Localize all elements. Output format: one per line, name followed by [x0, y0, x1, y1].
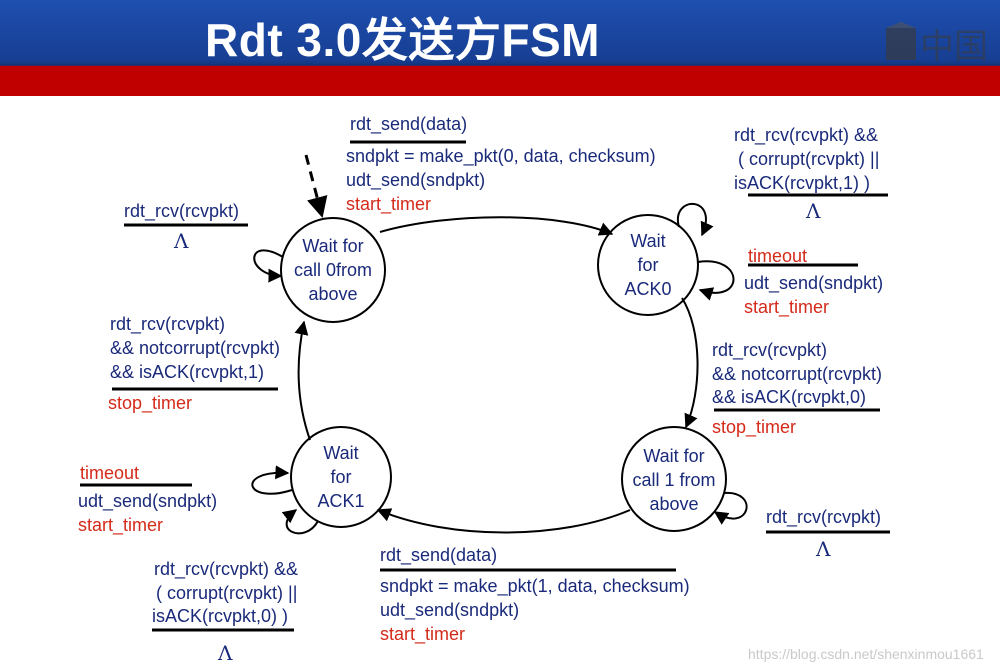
timeout0-action: udt_send(sndpkt): [744, 273, 884, 293]
ack0-bad-lambda: Λ: [806, 199, 821, 223]
timeout1-action: udt_send(sndpkt): [78, 491, 218, 511]
arrow-call1-to-ack1: [376, 508, 631, 534]
ack1-ok-event-1: rdt_rcv(rcvpkt): [110, 314, 226, 334]
watermark: https://blog.csdn.net/shenxinmou1661: [748, 646, 984, 662]
send0-action-2: udt_send(sndpkt): [346, 170, 486, 190]
selfloop-call0: [253, 249, 284, 283]
ack0-bad-event-3: isACK(rcvpkt,1) ): [734, 173, 871, 193]
state-wait-ack1: [290, 426, 392, 528]
state-label-wait-ack1: Wait for ACK1: [317, 443, 365, 511]
send1-action-2: udt_send(sndpkt): [380, 600, 520, 620]
self0-lambda: Λ: [174, 229, 189, 253]
self2-lambda: Λ: [816, 537, 831, 561]
send1-event: rdt_send(data): [380, 545, 498, 565]
self2-event: rdt_rcv(rcvpkt): [766, 507, 882, 527]
send1-action-1: sndpkt = make_pkt(1, data, checksum): [380, 576, 690, 596]
ack0-ok-event-2: && notcorrupt(rcvpkt): [712, 364, 883, 384]
self0-event: rdt_rcv(rcvpkt): [124, 201, 240, 221]
send0-timer: start_timer: [346, 194, 432, 214]
ack0-bad-event-1: rdt_rcv(rcvpkt) &&: [734, 125, 879, 145]
ack1-ok-event-3: && isACK(rcvpkt,1): [110, 362, 265, 382]
ack1-bad-event-2: ( corrupt(rcvpkt) ||: [156, 583, 298, 603]
state-label-wait-call1: Wait for call 1 from above: [632, 446, 716, 514]
svg-text:中国: 中国: [920, 27, 988, 66]
state-label-wait-ack0: Wait for ACK0: [624, 231, 672, 299]
selfloop-ack0-right: [697, 260, 735, 301]
ack1-bad-event-3: isACK(rcvpkt,0) ): [152, 606, 289, 626]
arrow-call0-to-ack0: [379, 216, 614, 236]
university-logo: 中国: [886, 22, 988, 66]
state-wait-ack0: [597, 214, 699, 316]
ack0-ok-event-1: rdt_rcv(rcvpkt): [712, 340, 828, 360]
ack0-ok-timer: stop_timer: [712, 417, 797, 437]
ack1-ok-timer: stop_timer: [108, 393, 193, 413]
page-title: Rdt 3.0发送方FSM: [205, 14, 600, 66]
selfloop-ack1-left: [251, 465, 293, 495]
send0-action-1: sndpkt = make_pkt(0, data, checksum): [346, 146, 656, 166]
title-banner: Rdt 3.0发送方FSM 中国: [0, 0, 1000, 96]
timeout0-timer: start_timer: [744, 297, 830, 317]
ack0-bad-event-2: ( corrupt(rcvpkt) ||: [738, 149, 880, 169]
ack1-ok-event-2: && notcorrupt(rcvpkt): [110, 338, 281, 358]
timeout0-event: timeout: [748, 246, 808, 266]
state-wait-call1: [621, 426, 727, 532]
arrow-ack1-to-call0: [294, 320, 311, 441]
selfloop-ack1-bottom: [281, 509, 319, 535]
send0-event: rdt_send(data): [350, 114, 468, 134]
timeout1-event: timeout: [80, 463, 140, 483]
initial-arrow: [304, 154, 328, 219]
ack0-ok-event-3: && isACK(rcvpkt,0): [712, 387, 867, 407]
state-label-wait-call0: Wait for call 0from above: [293, 236, 373, 304]
timeout1-timer: start_timer: [78, 515, 164, 535]
ack1-bad-lambda: Λ: [218, 641, 233, 665]
arrow-ack0-to-call1: [681, 297, 699, 429]
selfloop-ack0-top: [676, 203, 714, 237]
selfloop-call1: [713, 491, 748, 525]
ack1-bad-event-1: rdt_rcv(rcvpkt) &&: [154, 559, 299, 579]
send1-timer: start_timer: [380, 624, 466, 644]
